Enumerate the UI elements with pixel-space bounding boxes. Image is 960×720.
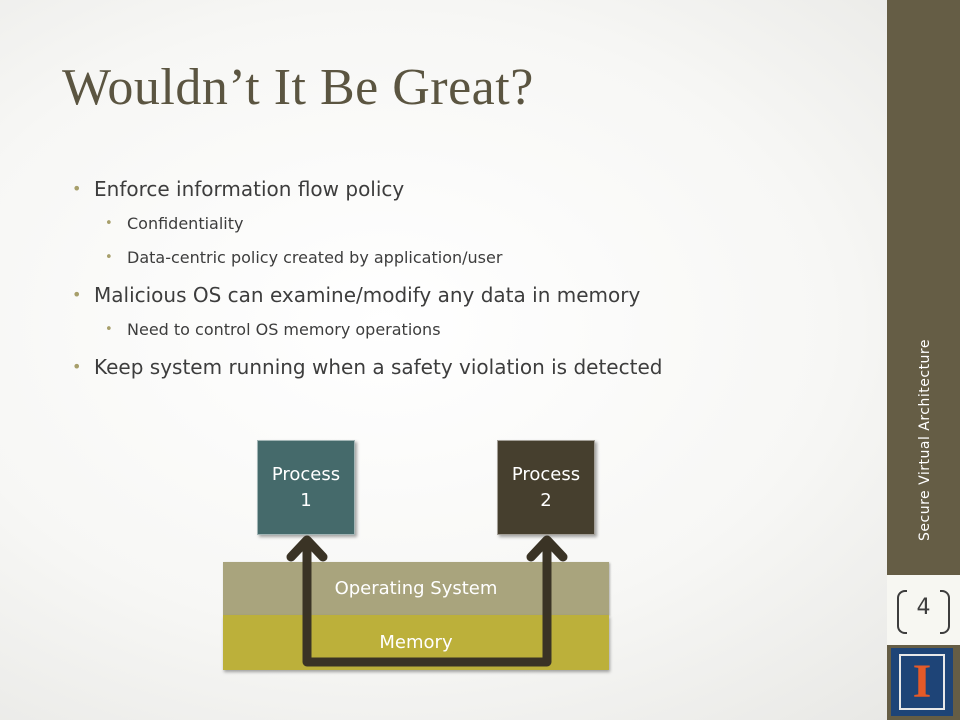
sub-bullet-confidentiality: Confidentiality (105, 213, 872, 235)
flow-path (302, 543, 552, 667)
bullet-enforce-policy: Enforce information flow policy (72, 175, 872, 203)
memory-label: Memory (379, 632, 453, 653)
logo-frame: I (899, 654, 945, 710)
slide-title: Wouldn’t It Be Great? (62, 59, 534, 116)
bracket-left-icon (897, 590, 907, 634)
process-2-label: Process (511, 463, 581, 485)
process-2-number: 2 (540, 489, 552, 511)
bullet-keep-running: Keep system running when a safety violat… (72, 353, 872, 381)
sidebar-label: Secure Virtual Architecture (917, 339, 933, 541)
university-logo: I (891, 648, 953, 716)
block-i-icon: I (912, 655, 932, 708)
sub-bullet-control-memory-ops: Need to control OS memory operations (105, 319, 872, 341)
bullet-malicious-os: Malicious OS can examine/modify any data… (72, 281, 872, 309)
sub-bullet-data-centric-policy: Data-centric policy created by applicati… (105, 247, 872, 269)
process-1-number: 1 (300, 489, 312, 511)
process-1-label: Process (271, 463, 341, 485)
process-1-box: Process 1 (257, 440, 355, 535)
arrowhead-up-icon (286, 535, 328, 562)
page-number-box: 4 (887, 575, 960, 645)
bullet-list: Enforce information flow policy Confiden… (72, 175, 872, 391)
operating-system-label: Operating System (334, 578, 498, 599)
process-2-box: Process 2 (497, 440, 595, 535)
arrowhead-up-icon (526, 535, 568, 562)
page-number: 4 (916, 595, 931, 620)
bracket-right-icon (940, 590, 950, 634)
